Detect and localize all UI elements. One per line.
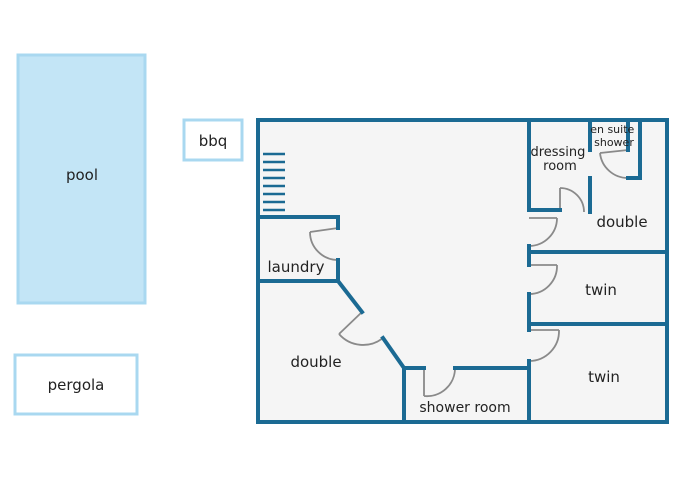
pergola-box bbox=[13, 353, 139, 416]
double-top-right-label: double bbox=[596, 213, 647, 231]
laundry-label: laundry bbox=[268, 258, 325, 276]
en-suite-shower-label: en suite shower bbox=[590, 123, 638, 149]
shower-room-label: shower room bbox=[419, 400, 510, 416]
pergola-label: pergola bbox=[48, 376, 105, 394]
pool bbox=[16, 53, 147, 305]
twin-bottom-label: twin bbox=[588, 368, 620, 386]
twin-middle-label: twin bbox=[585, 281, 617, 299]
bbq-box bbox=[182, 118, 244, 162]
stairs bbox=[263, 152, 285, 212]
bbq-label: bbq bbox=[199, 132, 228, 150]
double-left-label: double bbox=[290, 353, 341, 371]
pool-label: pool bbox=[66, 166, 98, 184]
en-suite-line-2: shower bbox=[594, 136, 634, 149]
dressing-room-label: dressing room bbox=[530, 145, 589, 174]
dressing-room-line-1: dressing bbox=[530, 145, 585, 160]
walls bbox=[256, 118, 669, 424]
en-suite-line-1: en suite bbox=[590, 123, 634, 136]
house-floor bbox=[258, 120, 667, 422]
dressing-room-line-2: room bbox=[543, 159, 577, 174]
door-swings bbox=[309, 149, 629, 398]
